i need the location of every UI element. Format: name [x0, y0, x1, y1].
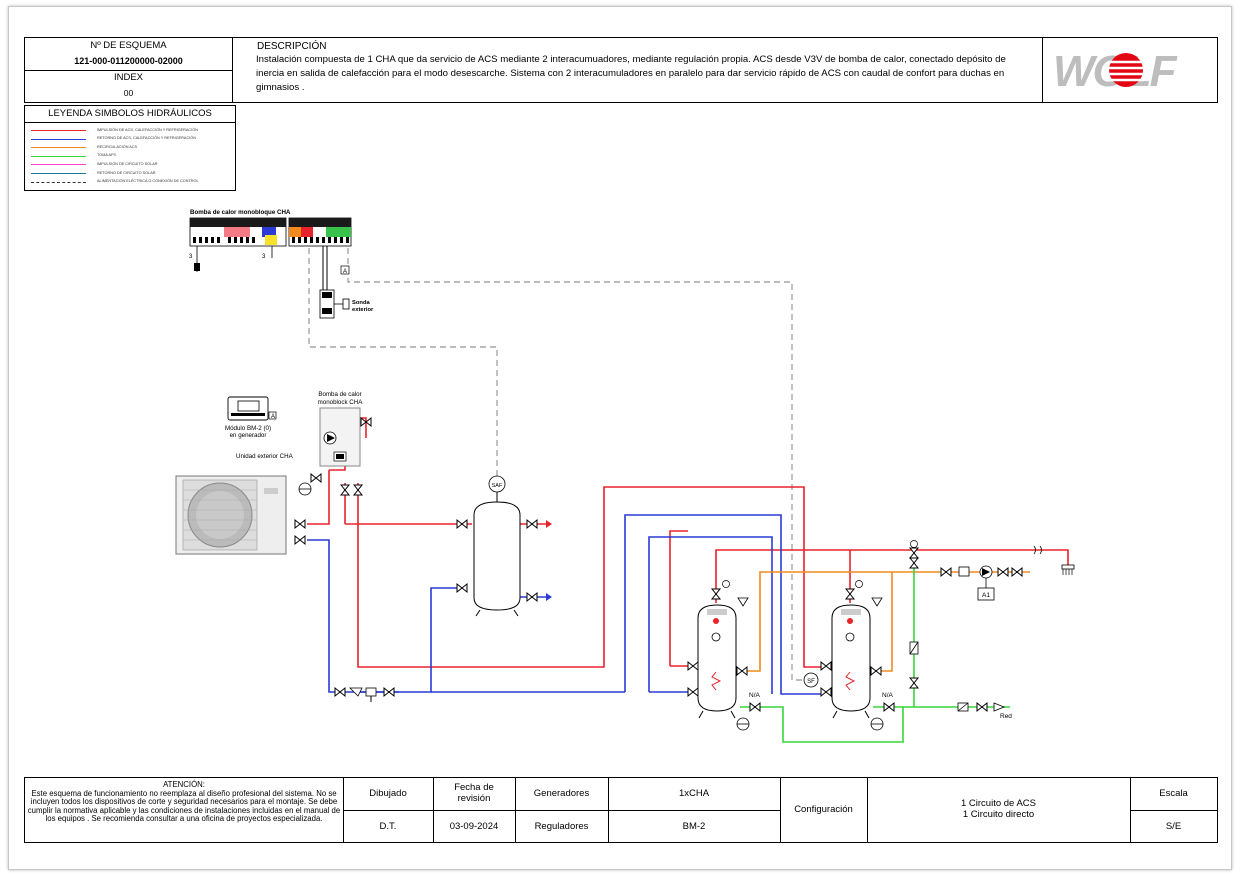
legend-item-label: IMPULSIÓN DE CIRCUITO SOLAR	[97, 161, 158, 166]
indoor-unit-label-2: monoblock CHA	[318, 399, 364, 406]
wolf-logo: WOLF	[1053, 47, 1180, 96]
terminal-marker-1: A	[343, 269, 347, 275]
outdoor-unit: Unidad exterior CHA	[175, 453, 306, 555]
date-label: Fecha de revisión	[454, 782, 494, 804]
recirculation-pipes-orange	[740, 571, 1030, 672]
legend-item-label: ALIMENTACIÓN ELÉCTRICA O CONEXIÓN DE CON…	[97, 179, 199, 184]
description-label: DESCRIPCIÓN	[257, 41, 327, 52]
attention-title: ATENCIÓN:	[163, 780, 205, 789]
terminal-marker-2: A	[271, 414, 275, 420]
heatpump-terminal-block: Bomba de calor monobloque CHA 3 3 Sonda …	[189, 209, 374, 319]
attention-block: ATENCIÓN: Este esquema de funcionamiento…	[25, 780, 343, 824]
indoor-heatpump-module: Bomba de calor monoblock CHA	[298, 391, 372, 496]
legend-line-swatch	[31, 130, 86, 131]
legend-line-swatch	[31, 173, 86, 174]
a1-label: A1	[982, 592, 990, 599]
configuration-line-1: 1 Circuito de ACS	[961, 798, 1036, 809]
configuration-label: Configuración	[794, 804, 853, 815]
legend-item-label: RETORNO DE CIRCUITO SOLAR	[97, 170, 156, 175]
index-label: INDEX	[113, 72, 144, 83]
network-label: Red	[1000, 713, 1012, 720]
legend-item-label: IMPULSIÓN DE ACS, CALEFACCIÓN Y REFRIGER…	[97, 127, 198, 132]
module-label-2: en generador	[230, 432, 267, 439]
regulators-value: BM-2	[682, 821, 706, 832]
return-pipes-blue	[307, 514, 822, 695]
indoor-unit-label-1: Bomba de calor	[318, 391, 361, 398]
generators-label: Generadores	[533, 788, 590, 799]
heatpump-terminal-label: Bomba de calor monobloque CHA	[190, 209, 291, 216]
index-value: 00	[123, 88, 134, 98]
drawing-sheet	[8, 6, 1232, 870]
scheme-number-label: Nº DE ESQUEMA	[90, 40, 167, 51]
supply-pipes-red	[307, 417, 1069, 668]
inertia-buffer-tank: SAF	[456, 475, 552, 617]
dhw-storage-tank-1: N/A	[687, 580, 761, 731]
scale-label: Escala	[1159, 788, 1188, 799]
drawn-value: D.T.	[379, 821, 397, 832]
outdoor-unit-label: Unidad exterior CHA	[236, 453, 294, 460]
module-label-1: Módulo BM-2 (0)	[225, 425, 271, 432]
legend-line-swatch	[31, 155, 86, 157]
scheme-number: 121-000-011200000-02000	[74, 56, 183, 66]
description-text: Instalación compuesta de 1 CHA que da se…	[256, 54, 1006, 93]
bm2-module: A Módulo BM-2 (0) en generador	[225, 396, 277, 439]
configuration-line-2: 1 Circuito directo	[962, 809, 1035, 820]
legend-item-label: RECIRCULACIÓN ACS	[97, 144, 138, 149]
attention-text: Este esquema de funcionamiento no reempl…	[27, 788, 341, 824]
wire-label-2: 3	[262, 254, 266, 260]
saf-sensor-label: SAF	[492, 483, 503, 489]
legend-title: LEYENDA SIMBOLOS HIDRÁULICOS	[48, 108, 212, 119]
hydraulic-legend: LEYENDA SIMBOLOS HIDRÁULICOS IMPULSIÓN D…	[24, 105, 236, 191]
na-label-1: N/A	[749, 692, 761, 699]
title-block-footer: ATENCIÓN: Este esquema de funcionamiento…	[24, 777, 1218, 843]
title-block-header: Nº DE ESQUEMA 121-000-011200000-02000 IN…	[24, 37, 1218, 103]
legend-line-swatch	[31, 147, 86, 149]
sonda-label-2: exterior	[352, 307, 374, 313]
dhw-distribution: A1 Red	[909, 540, 1075, 720]
legend-line-swatch	[31, 138, 86, 140]
dhw-storage-tank-2: N/A SF	[803, 580, 895, 731]
na-label-2: N/A	[882, 692, 894, 699]
sf-sensor-label: SF	[807, 679, 815, 685]
wire-label-1: 3	[189, 254, 193, 260]
legend-item-label: TOMA AFS	[97, 153, 116, 158]
sonda-label-1: Sonda	[352, 300, 370, 306]
legend-line-swatch	[31, 181, 86, 183]
regulators-label: Reguladores	[534, 821, 589, 832]
scale-value: S/E	[1165, 821, 1182, 832]
legend-item-label: RETORNO DE ACS, CALEFACCIÓN Y REFRIGERAC…	[97, 136, 196, 141]
return-line-fittings	[334, 687, 395, 702]
drawn-label: Dibujado	[369, 788, 407, 799]
date-value: 03-09-2024	[449, 821, 499, 832]
generators-value: 1xCHA	[678, 788, 710, 799]
legend-line-swatch	[31, 164, 86, 166]
